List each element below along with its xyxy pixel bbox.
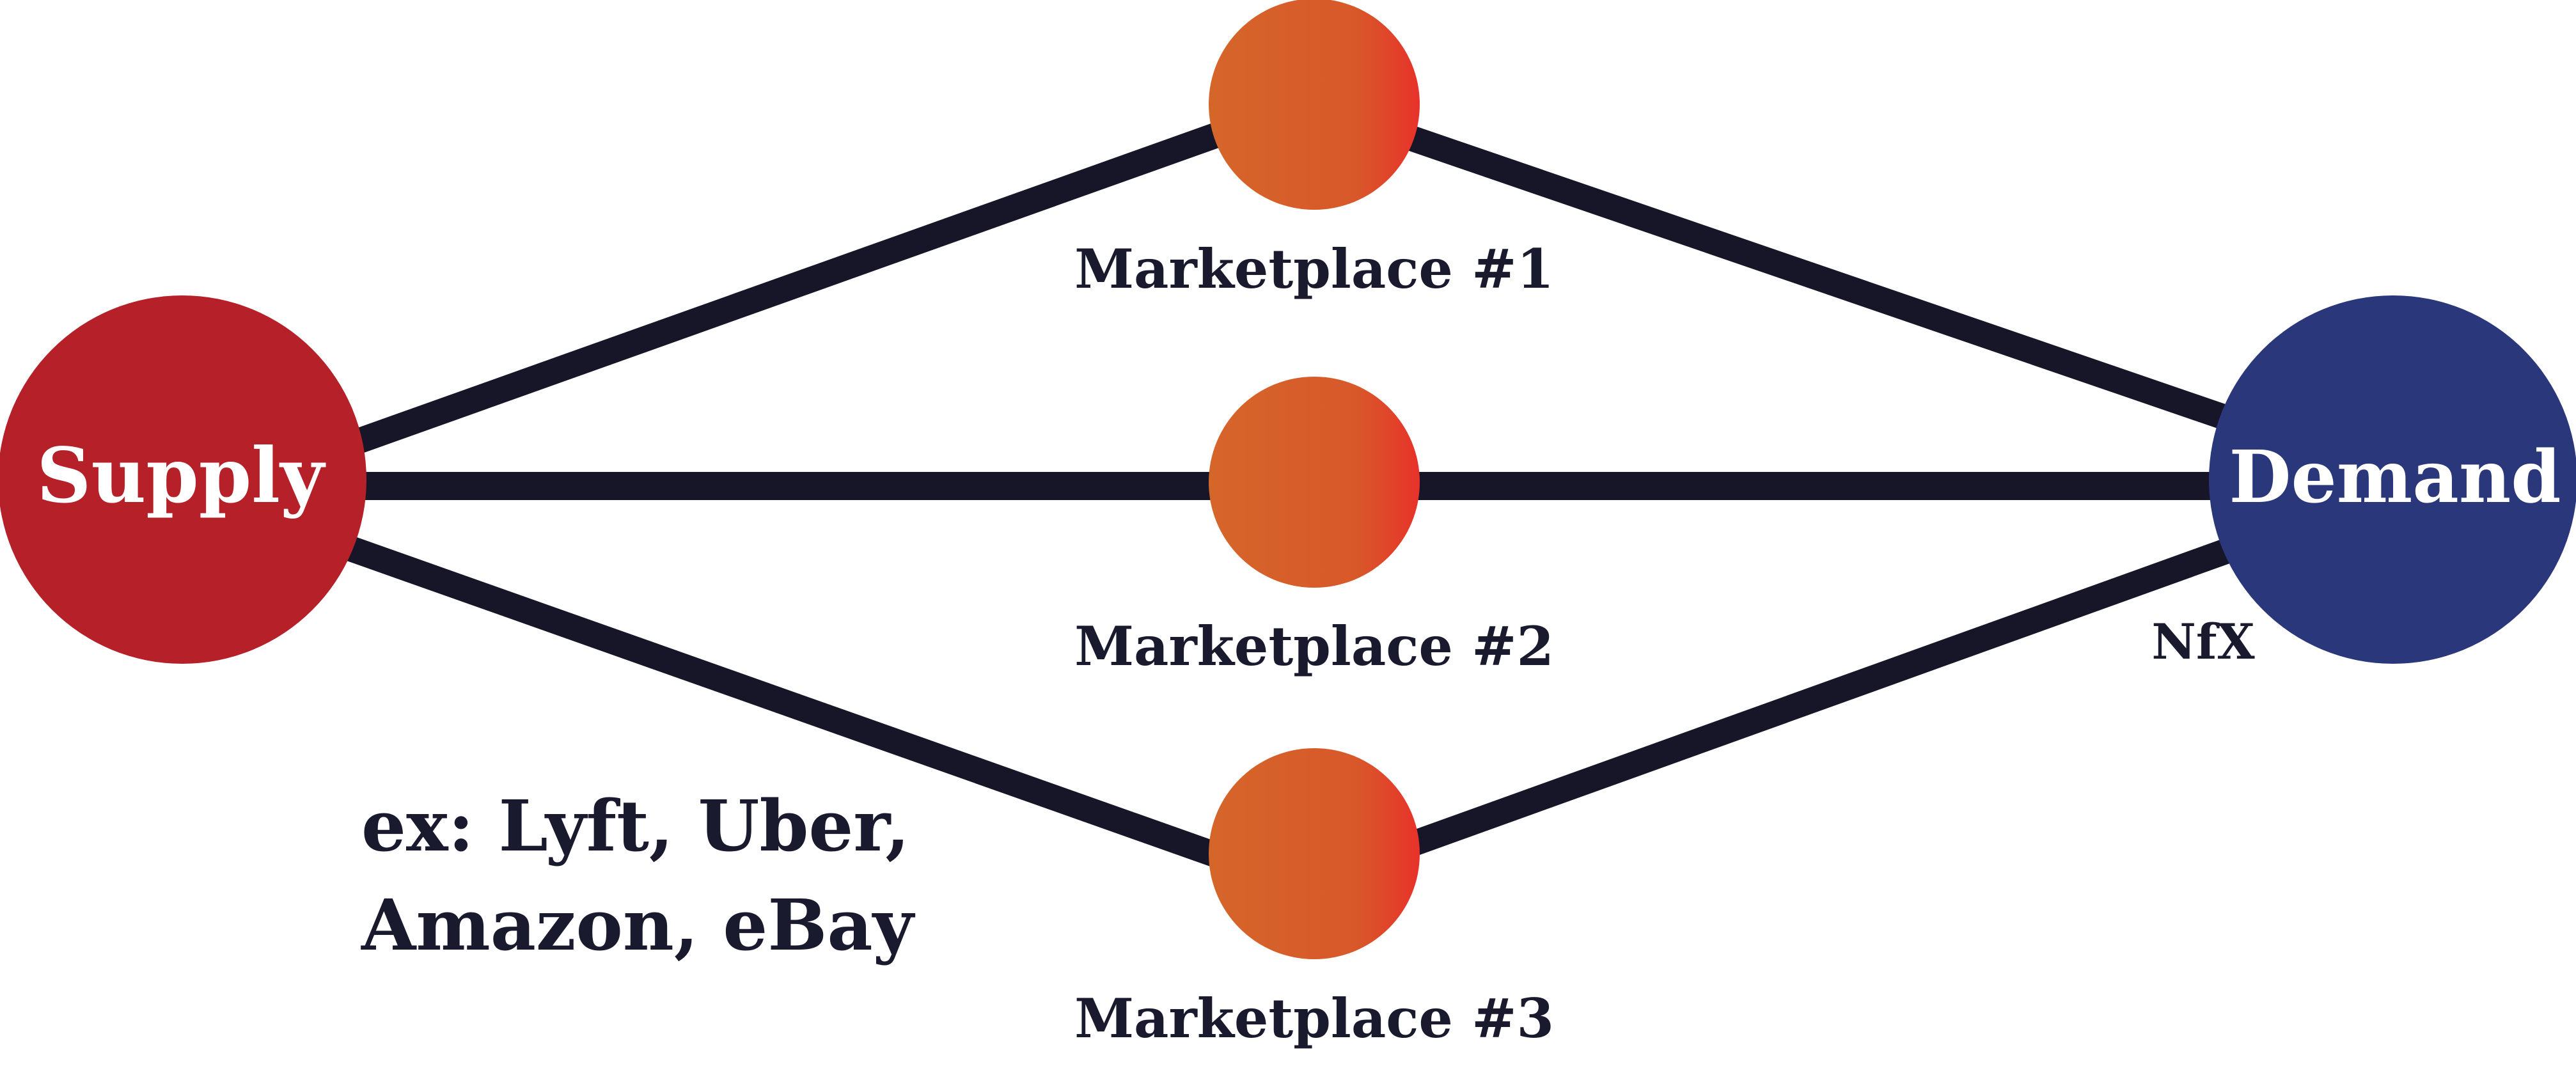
connector-supply-marketplace-1 — [354, 123, 1220, 453]
marketplace-1-circle — [1209, 0, 1420, 210]
marketplace-2-circle — [1209, 377, 1420, 588]
marketplace-3-circle — [1209, 748, 1420, 959]
demand-label: Demand — [2229, 435, 2561, 519]
supply-node: Supply — [0, 295, 366, 664]
examples-line-1: ex: Lyft, Uber, — [361, 785, 910, 867]
marketplace-node-2: Marketplace #2 — [1074, 377, 1554, 678]
marketplace-2-label: Marketplace #2 — [1074, 615, 1554, 678]
demand-node: Demand — [2209, 295, 2576, 664]
marketplace-node-1: Marketplace #1 — [1074, 0, 1554, 301]
demand-circle — [2209, 295, 2576, 664]
marketplace-1-label: Marketplace #1 — [1074, 237, 1554, 301]
examples-note: ex: Lyft, Uber, Amazon, eBay — [361, 785, 916, 966]
connectors — [341, 116, 2243, 869]
connector-marketplace-1-demand — [1377, 116, 2243, 434]
examples-line-2: Amazon, eBay — [361, 884, 916, 966]
supply-label: Supply — [36, 431, 326, 520]
supply-circle — [0, 295, 366, 664]
connector-marketplace-3-demand — [1390, 535, 2243, 863]
nfx-logo: NfX — [2151, 613, 2254, 670]
marketplace-3-label: Marketplace #3 — [1074, 987, 1554, 1050]
marketplace-node-3: Marketplace #3 — [1074, 748, 1554, 1050]
connector-supply-marketplace-3 — [341, 535, 1226, 869]
